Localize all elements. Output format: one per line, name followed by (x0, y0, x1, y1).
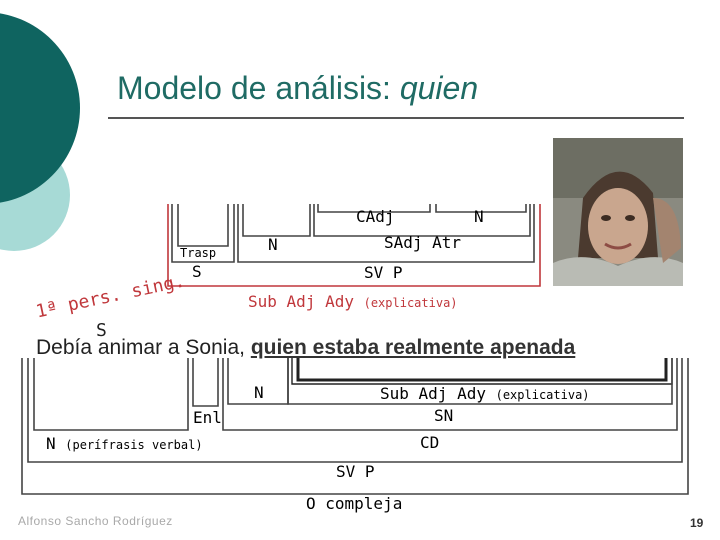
label-explicativa-bottom: (explicativa) (495, 388, 590, 402)
analyzed-sentence: Debía animar a Sonia, quien estaba realm… (36, 336, 575, 360)
label-cadj: CAdj (356, 207, 395, 226)
page-number: 19 (690, 516, 704, 530)
label-n-verbal: N (perífrasis verbal) (46, 434, 203, 453)
label-explicativa-top: (explicativa) (363, 296, 458, 310)
subject-note-s: S (96, 320, 107, 341)
label-n-right: N (474, 207, 484, 226)
page-title: Modelo de análisis: quien (117, 70, 479, 106)
title-emphasis: quien (399, 70, 479, 106)
label-cd: CD (420, 433, 440, 452)
label-sadj-atr: SAdj Atr (384, 233, 462, 252)
label-sv-p-top: SV P (364, 263, 403, 282)
main-clause: Debía animar a Sonia, (36, 336, 245, 359)
footer-author: Alfonso Sancho Rodríguez (18, 514, 173, 528)
teal-dark-circle (0, 13, 80, 203)
label-trasp: Trasp (180, 246, 217, 260)
label-n-sonia: N (254, 383, 264, 402)
label-perifrasis: (perífrasis verbal) (65, 438, 203, 452)
portrait-photo (553, 138, 683, 286)
label-sub-adj-ady-top: Sub Adj Ady (explicativa) (248, 292, 458, 311)
label-o-compleja: O compleja (306, 494, 403, 513)
label-n-left: N (268, 235, 278, 254)
relative-clause: quien estaba realmente apenada (250, 336, 576, 359)
label-sn: SN (434, 406, 454, 425)
label-s: S (192, 262, 202, 281)
label-sub-adj-ady-bottom: Sub Adj Ady (explicativa) (380, 384, 590, 403)
label-sv-p-bottom: SV P (336, 462, 375, 481)
label-enl: Enl (193, 408, 222, 427)
